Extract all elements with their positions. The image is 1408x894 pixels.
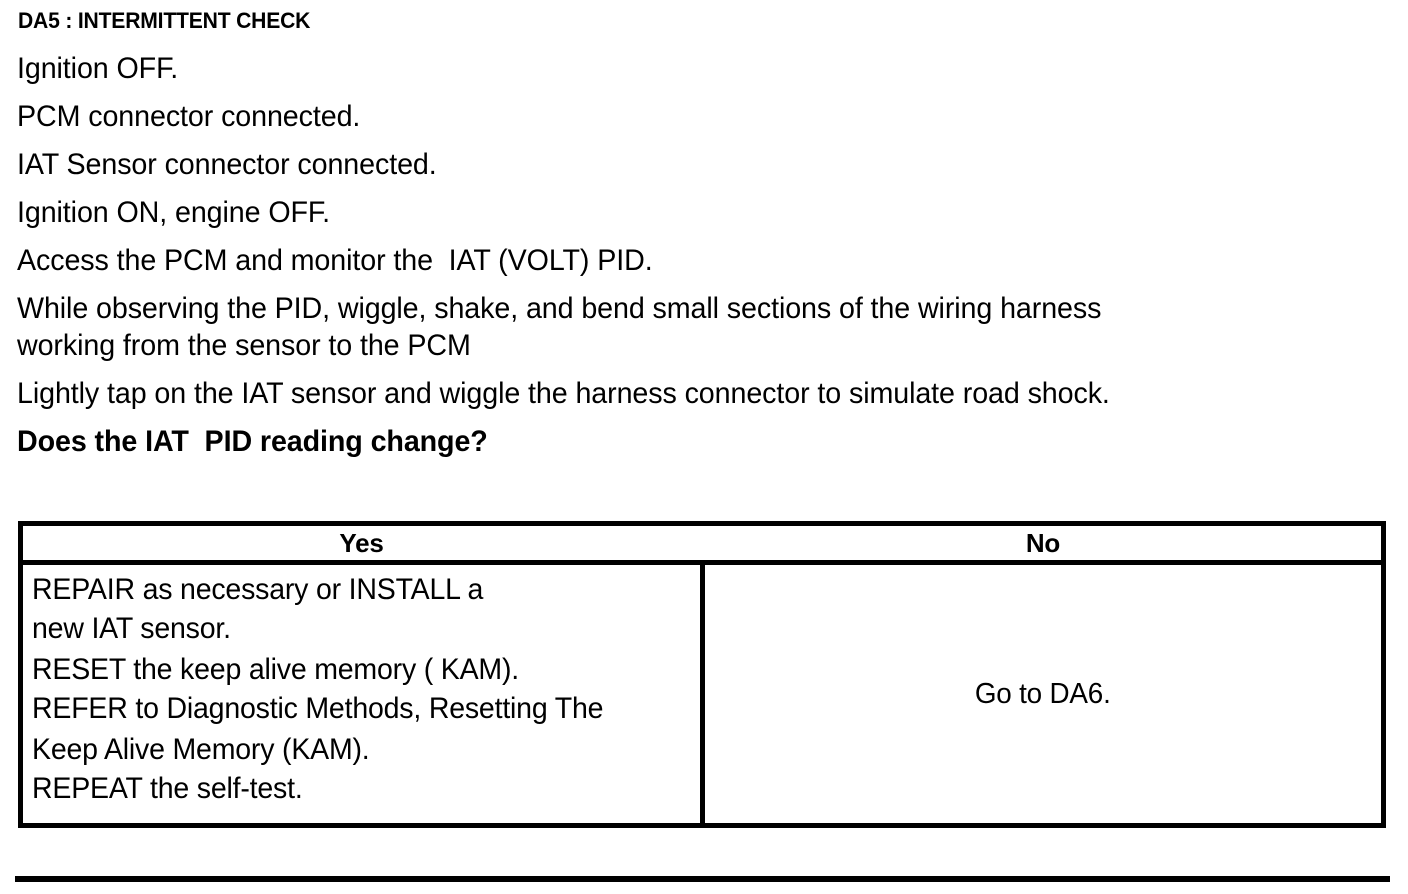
decision-table-header-yes: Yes (339, 528, 384, 558)
table-row: Keep Alive Memory (KAM). (32, 733, 370, 766)
procedure-step: Access the PCM and monitor the IAT (VOLT… (17, 244, 653, 277)
decision-table-cell-no: Go to DA6. (705, 565, 1381, 823)
procedure-step-list: Ignition OFF. PCM connector connected. I… (17, 50, 1357, 460)
decision-table-cell-yes: REPAIR as necessary or INSTALL a new IAT… (23, 565, 700, 823)
decision-table-column-divider (700, 565, 705, 823)
procedure-step: Ignition OFF. (17, 52, 179, 85)
footer-divider-rule (15, 876, 1390, 882)
table-row: RESET the keep alive memory ( KAM). (32, 653, 519, 686)
page-title: DA5 : INTERMITTENT CHECK (18, 8, 311, 33)
table-row: REPEAT the self-test. (32, 772, 303, 805)
decision-table: Yes No REPAIR as necessary or INSTALL a … (18, 521, 1386, 828)
procedure-step: PCM connector connected. (17, 100, 361, 133)
goto-reference: Go to DA6. (975, 677, 1111, 710)
procedure-step: IAT Sensor connector connected. (17, 148, 437, 181)
table-row: REFER to Diagnostic Methods, Resetting T… (32, 692, 604, 725)
procedure-step: Ignition ON, engine OFF. (17, 196, 331, 229)
table-row: new IAT sensor. (32, 612, 231, 645)
decision-table-header-no: No (1025, 528, 1061, 558)
procedure-step: While observing the PID, wiggle, shake, … (17, 292, 1102, 362)
decision-table-header-row: Yes No (23, 526, 1381, 565)
table-row: REPAIR as necessary or INSTALL a (32, 573, 484, 606)
procedure-question: Does the IAT PID reading change? (17, 425, 488, 458)
decision-table-body-row: REPAIR as necessary or INSTALL a new IAT… (23, 565, 1381, 823)
procedure-step: Lightly tap on the IAT sensor and wiggle… (17, 377, 1110, 410)
